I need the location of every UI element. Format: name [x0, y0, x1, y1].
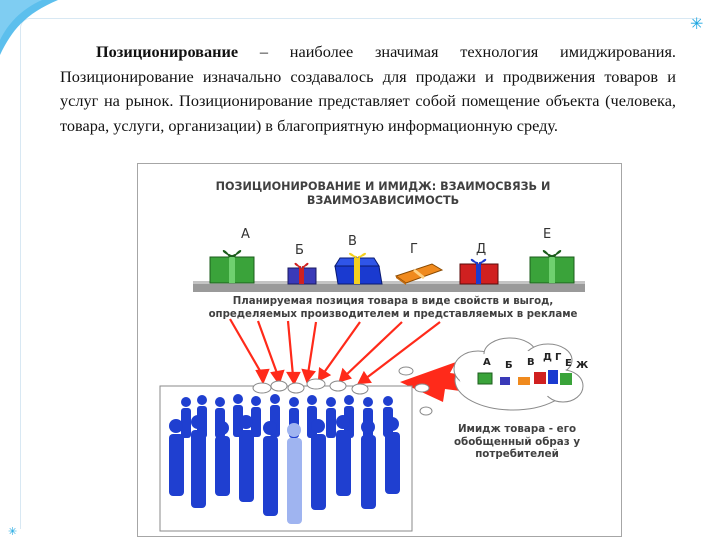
- product-shelf: [193, 283, 585, 292]
- product-d-box: [460, 260, 498, 284]
- product-label-g: Г: [410, 242, 418, 257]
- product-label-d: Д: [476, 242, 486, 257]
- cloud-label-d: Д: [543, 352, 552, 363]
- product-e-box: [530, 251, 574, 283]
- product-label-v: В: [348, 234, 357, 249]
- product-b-box: [288, 264, 316, 284]
- corner-wave-decoration: [0, 0, 60, 60]
- product-a-box: [210, 251, 254, 283]
- diagram-title: ПОЗИЦИОНИРОВАНИЕ И ИМИДЖ: ВЗАИМОСВЯЗЬ И …: [193, 180, 573, 208]
- diagram-graphics: [138, 164, 621, 536]
- cloud-label-b: Б: [505, 360, 513, 371]
- product-v-box: [335, 254, 382, 284]
- cloud-label-e: Е: [565, 358, 572, 369]
- consumer-image-caption: Имидж товара - его обобщенный образ у по…: [442, 423, 592, 461]
- sparkle-icon: ✳: [8, 525, 17, 538]
- positioning-image-diagram: ПОЗИЦИОНИРОВАНИЕ И ИМИДЖ: ВЗАИМОСВЯЗЬ И …: [137, 163, 622, 537]
- cloud-label-a: А: [483, 357, 491, 368]
- product-label-a: А: [241, 227, 250, 242]
- product-label-b: Б: [295, 243, 304, 258]
- intro-paragraph: Позиционирование – наиболее значимая тех…: [60, 40, 676, 138]
- cloud-label-g: Г: [555, 352, 561, 363]
- sparkle-icon: ✳: [690, 14, 703, 33]
- cloud-label-zh: Ж: [576, 360, 588, 371]
- product-label-e: Е: [543, 227, 551, 242]
- cloud-label-v: В: [527, 357, 535, 368]
- term-positioning: Позиционирование: [96, 42, 238, 61]
- planned-position-caption: Планируемая позиция товара в виде свойст…: [188, 296, 598, 321]
